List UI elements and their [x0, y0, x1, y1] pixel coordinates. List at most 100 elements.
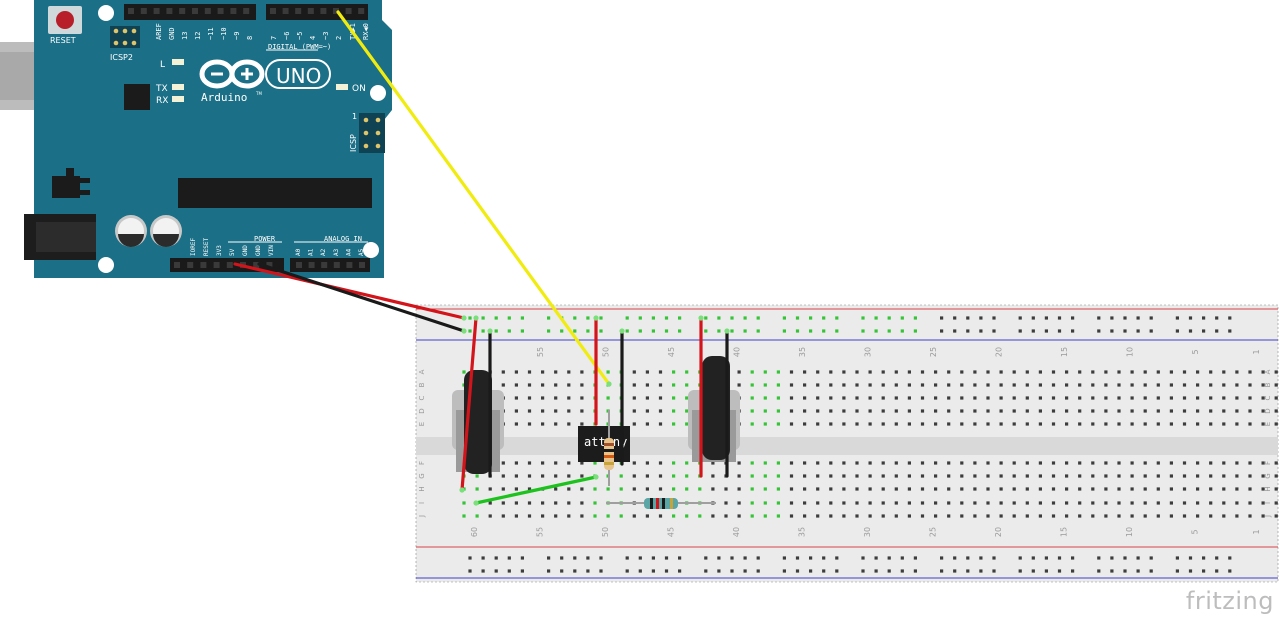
hole: [1038, 487, 1042, 491]
rail-hole: [651, 329, 655, 333]
wire-5v-red[interactable]: [233, 262, 466, 320]
hole: [1025, 501, 1029, 505]
hole: [488, 501, 492, 505]
column-number: 45: [667, 347, 676, 357]
rail-hole: [822, 569, 826, 573]
hole: [1196, 514, 1200, 518]
rail-hole: [494, 316, 498, 320]
hole: [1143, 487, 1147, 491]
rail-hole: [874, 316, 878, 320]
digital-header-right: [266, 4, 368, 20]
rail-hole: [717, 329, 721, 333]
rail-hole: [1149, 329, 1153, 333]
rail-hole: [822, 316, 826, 320]
header-pin: [226, 262, 233, 268]
power-label: POWER: [254, 235, 276, 243]
hole: [1169, 501, 1173, 505]
hole: [947, 396, 951, 400]
hole: [947, 409, 951, 413]
hole: [711, 514, 715, 518]
rail-hole: [1215, 329, 1219, 333]
hole: [672, 461, 676, 465]
column-number: 20: [994, 527, 1003, 537]
hole: [1091, 501, 1095, 505]
hole: [1182, 461, 1187, 465]
wire-red-button-left[interactable]: [460, 316, 478, 492]
hole: [907, 474, 911, 478]
hole: [1025, 422, 1029, 426]
hole: [1156, 487, 1160, 491]
rail-hole: [1071, 556, 1075, 560]
hole: [986, 409, 990, 413]
hole: [999, 501, 1003, 505]
hole: [527, 474, 532, 478]
hole: [1261, 409, 1265, 413]
wire-gnd-black[interactable]: [257, 262, 466, 333]
rail-hole: [520, 329, 524, 333]
row-letter: G: [418, 473, 426, 478]
hole: [855, 370, 859, 374]
column-number: 10: [1125, 527, 1134, 537]
hole: [672, 396, 676, 400]
rail-hole: [1136, 556, 1140, 560]
hole: [711, 474, 715, 478]
hole: [1012, 474, 1016, 478]
hole: [1235, 383, 1239, 387]
rail-hole: [468, 329, 472, 333]
hole: [960, 383, 964, 387]
header-pin: [253, 262, 260, 268]
rail-hole: [586, 316, 590, 320]
hole: [554, 396, 558, 400]
reset-button-cap[interactable]: [56, 11, 74, 29]
wire-end: [487, 328, 493, 334]
wire-end: [724, 328, 730, 334]
wire-green[interactable]: [474, 475, 598, 505]
hole: [672, 370, 676, 374]
rail-hole: [586, 556, 590, 560]
hole: [881, 396, 885, 400]
hole: [934, 383, 938, 387]
hole: [1196, 501, 1200, 505]
hole: [907, 422, 911, 426]
hole: [1209, 474, 1213, 478]
hole: [1038, 409, 1042, 413]
hole: [881, 514, 885, 518]
hole: [672, 474, 676, 478]
hole: [1051, 487, 1056, 491]
hole: [1012, 514, 1016, 518]
hole: [776, 409, 780, 413]
row-letter: H: [418, 486, 426, 491]
hole: [1051, 514, 1056, 518]
hole: [816, 487, 820, 491]
hole: [842, 474, 846, 478]
hole: [527, 487, 532, 491]
hole: [947, 370, 951, 374]
rail-hole: [520, 569, 524, 573]
hole: [999, 461, 1003, 465]
hole: [514, 501, 518, 505]
rail-hole: [1057, 556, 1062, 560]
wire-signal-yellow[interactable]: [336, 10, 611, 386]
hole: [1209, 370, 1213, 374]
row-letter: D: [1264, 408, 1272, 413]
rail-hole: [625, 569, 629, 573]
hole: [1235, 396, 1239, 400]
hole: [1248, 501, 1252, 505]
power-pin-label: GND: [242, 245, 249, 256]
hole: [724, 487, 728, 491]
hole: [1091, 370, 1095, 374]
rail-hole: [940, 569, 944, 573]
hole: [632, 474, 636, 478]
analog-label: ANALOG IN: [324, 235, 362, 243]
hole: [986, 501, 990, 505]
header-pin: [320, 8, 327, 14]
hole: [658, 396, 663, 400]
hole: [789, 396, 794, 400]
hole: [1025, 383, 1029, 387]
hole: [973, 370, 977, 374]
hole: [1012, 396, 1016, 400]
hole: [881, 474, 885, 478]
column-number: 40: [733, 347, 742, 357]
hole: [868, 461, 872, 465]
hole: [803, 383, 807, 387]
